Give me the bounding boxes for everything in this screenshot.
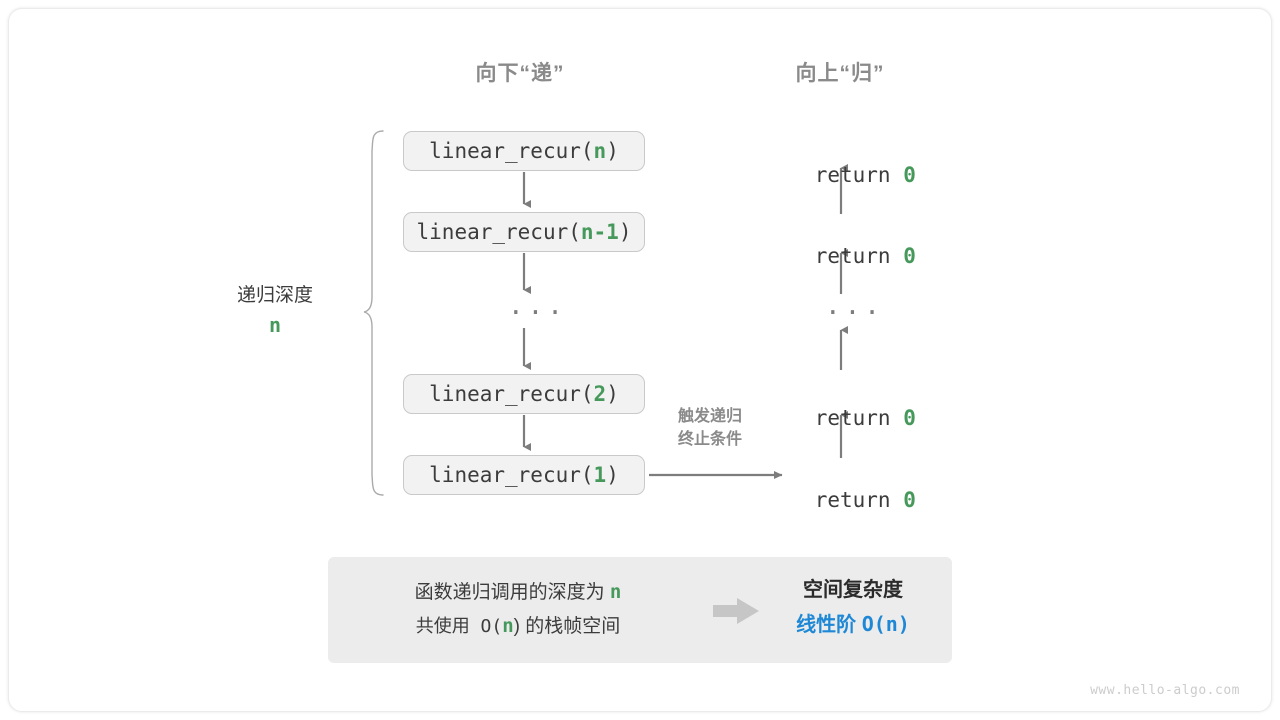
- summary-space-suffix: ) 的栈帧空间: [513, 615, 621, 637]
- summary-line-2: 共使用 O(n) 的栈帧空间: [348, 610, 688, 644]
- complexity-formula: O(n): [861, 612, 910, 637]
- implies-arrow-icon: [713, 598, 759, 624]
- descent-ellipsis: ···: [508, 298, 567, 328]
- summary-line-1: 函数递归调用的深度为 n: [348, 576, 688, 610]
- complexity-order-name: 线性阶: [796, 614, 862, 637]
- return-statement: return 0: [740, 139, 940, 211]
- return-keyword: return: [814, 488, 904, 512]
- base-case-note-line1: 触发递归: [677, 408, 742, 425]
- return-statement: return 0: [740, 464, 940, 536]
- return-keyword: return: [814, 406, 904, 430]
- call-frame-paren: ): [618, 220, 632, 244]
- base-case-note-line2: 终止条件: [677, 431, 742, 449]
- summary-panel: 函数递归调用的深度为 n 共使用 O(n) 的栈帧空间 空间复杂度 线性阶 O(…: [328, 557, 952, 663]
- recursion-depth-label: 递归深度 n: [190, 281, 360, 341]
- call-frame-box: linear_recur(n): [403, 131, 645, 171]
- return-value: 0: [903, 163, 916, 187]
- complexity-title: 空间复杂度: [803, 579, 903, 601]
- ascent-ellipsis: ···: [825, 298, 884, 328]
- return-statement: return 0: [740, 220, 940, 292]
- heading-ascent: 向上“归”: [795, 62, 885, 85]
- summary-depth-text: 函数递归调用的深度为: [414, 582, 610, 603]
- summary-space-value: n: [502, 614, 514, 637]
- heading-descent: 向下“递”: [475, 62, 565, 85]
- call-frame-arg: 2: [593, 382, 607, 406]
- call-frame-arg: 1: [593, 463, 607, 487]
- call-frame-arg: n: [593, 139, 607, 163]
- call-frame-name: linear_recur(: [429, 382, 594, 406]
- call-frame-paren: ): [606, 382, 619, 406]
- call-frame-name: linear_recur(: [429, 139, 594, 163]
- summary-depth-value: n: [609, 581, 622, 603]
- recursion-depth-text: 递归深度: [236, 285, 313, 306]
- summary-description: 函数递归调用的深度为 n 共使用 O(n) 的栈帧空间: [348, 576, 688, 644]
- base-case-note: 触发递归 终止条件: [645, 405, 775, 451]
- call-frame-box: linear_recur(2): [403, 374, 645, 414]
- return-value: 0: [903, 406, 916, 430]
- summary-space-prefix: 共使用 O(: [415, 615, 503, 637]
- call-frame-box: linear_recur(n-1): [403, 212, 645, 252]
- summary-conclusion: 空间复杂度 线性阶 O(n): [768, 573, 938, 643]
- call-frame-name: linear_recur(: [429, 463, 594, 487]
- return-statement: return 0: [740, 382, 940, 454]
- return-value: 0: [903, 488, 916, 512]
- call-frame-arg: n-1: [580, 220, 619, 244]
- return-keyword: return: [814, 163, 904, 187]
- return-value: 0: [903, 244, 916, 268]
- call-frame-paren: ): [606, 463, 619, 487]
- return-keyword: return: [814, 244, 904, 268]
- recursion-depth-value: n: [268, 313, 282, 338]
- complexity-value: 线性阶 O(n): [768, 607, 938, 642]
- watermark: www.hello-algo.com: [1090, 683, 1240, 698]
- call-frame-paren: ): [606, 139, 619, 163]
- call-frame-name: linear_recur(: [416, 220, 581, 244]
- call-frame-box: linear_recur(1): [403, 455, 645, 495]
